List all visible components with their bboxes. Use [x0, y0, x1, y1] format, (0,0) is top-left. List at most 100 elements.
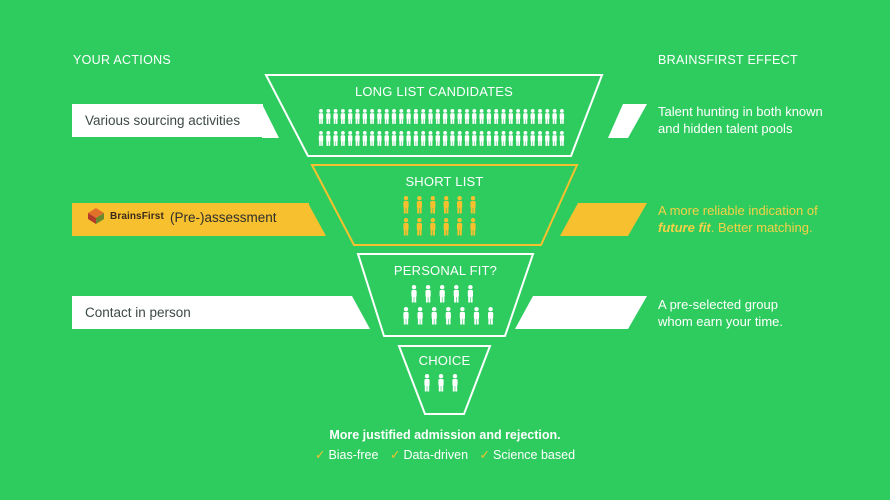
person-icon	[399, 131, 404, 146]
bottom-title: More justified admission and rejection.	[329, 428, 561, 442]
action-assessment-bar	[72, 203, 309, 236]
checkmark-icon: ✓	[314, 448, 326, 462]
person-icon	[488, 307, 494, 325]
person-icon	[391, 131, 397, 146]
funnel-level-long-list	[264, 74, 604, 157]
effect-2-line1: A more reliable indication of	[658, 203, 818, 218]
person-icon	[452, 374, 458, 392]
check-label: Data-driven	[403, 448, 469, 462]
person-icon	[559, 109, 565, 124]
effect-reliable-indication: A more reliable indication of future fit…	[658, 202, 818, 236]
right-tab-2	[560, 203, 647, 236]
person-icon	[377, 109, 382, 124]
person-icon	[515, 131, 521, 146]
person-icon	[523, 109, 528, 124]
brainsfirst-logo-text: BrainsFirst	[110, 210, 164, 222]
person-icon	[501, 109, 506, 124]
person-icon	[428, 109, 433, 124]
person-icon	[486, 131, 492, 146]
person-icon	[450, 109, 455, 124]
funnel-level-choice	[397, 345, 492, 415]
right-tab-3	[515, 296, 647, 329]
people-layer	[318, 109, 565, 392]
person-icon	[369, 131, 375, 146]
person-icon	[457, 131, 462, 146]
effect-2-line2-rest: . Better matching.	[710, 220, 813, 235]
person-icon	[399, 109, 404, 124]
brainsfirst-logo: BrainsFirst	[86, 207, 164, 225]
effect-talent-hunting: Talent hunting in both known and hidden …	[658, 103, 823, 137]
person-icon	[515, 109, 521, 124]
person-icon	[493, 131, 499, 146]
check-label: Science based	[493, 448, 576, 462]
funnel-label-short-list: SHORT LIST	[405, 174, 484, 189]
person-icon	[424, 374, 430, 392]
person-icon	[428, 131, 433, 146]
person-icon	[537, 131, 543, 146]
person-icon	[450, 131, 455, 146]
person-icon	[464, 131, 470, 146]
right-tab-1	[608, 104, 647, 138]
person-icon	[406, 131, 411, 146]
person-icon	[457, 109, 462, 124]
person-icon	[362, 131, 368, 146]
effect-3-line2: whom earn your time.	[658, 314, 783, 329]
effect-1-line1: Talent hunting in both known	[658, 104, 823, 119]
action-sourcing-text: Various sourcing activities	[85, 113, 241, 128]
left-bar-1-tip	[262, 104, 279, 138]
person-icon	[479, 131, 484, 146]
person-icon	[443, 218, 449, 236]
person-icon	[530, 131, 535, 146]
person-icon	[326, 109, 331, 124]
person-icon	[552, 109, 557, 124]
person-icon	[377, 131, 382, 146]
person-icon	[347, 131, 353, 146]
person-icon	[340, 109, 346, 124]
funnel-label-choice: CHOICE	[418, 353, 471, 368]
person-icon	[435, 131, 441, 146]
person-icon	[416, 218, 422, 236]
person-icon	[459, 307, 465, 325]
person-icon	[439, 285, 445, 303]
person-icon	[473, 307, 480, 325]
funnel-label-long-list: LONG LIST CANDIDATES	[354, 84, 514, 99]
person-icon	[559, 131, 565, 146]
check-label: Bias-free	[328, 448, 379, 462]
person-icon	[467, 285, 473, 303]
funnel-level-personal-fit	[356, 253, 535, 337]
action-sourcing-bar: Various sourcing activities	[72, 104, 263, 137]
person-icon	[431, 307, 437, 325]
action-contact-bar: Contact in person	[72, 296, 352, 329]
person-icon	[369, 109, 375, 124]
person-icon	[508, 131, 514, 146]
person-icon	[403, 218, 409, 236]
person-icon	[403, 307, 409, 325]
person-icon	[420, 109, 426, 124]
person-icon	[362, 109, 368, 124]
person-icon	[333, 131, 338, 146]
brainsfirst-effect-header: BRAINSFIRST EFFECT	[658, 53, 798, 67]
person-icon	[470, 196, 476, 214]
person-icon	[445, 307, 451, 325]
person-icon	[413, 109, 419, 124]
person-icon	[406, 109, 411, 124]
person-icon	[384, 131, 389, 146]
person-icon	[453, 285, 459, 303]
check-item-data-driven: ✓Data-driven	[390, 448, 468, 462]
funnel-level-short-list	[310, 164, 579, 246]
person-icon	[443, 196, 449, 214]
person-icon	[391, 109, 397, 124]
person-icon	[457, 218, 463, 236]
person-icon	[355, 109, 360, 124]
person-icon	[430, 218, 436, 236]
person-icon	[479, 109, 484, 124]
person-icon	[552, 131, 557, 146]
person-icon	[508, 109, 514, 124]
person-icon	[413, 131, 419, 146]
action-contact-text: Contact in person	[85, 305, 191, 320]
effect-2-future-fit: future fit	[658, 220, 711, 235]
person-icon	[318, 131, 324, 146]
effect-1-line2: and hidden talent pools	[658, 121, 793, 136]
